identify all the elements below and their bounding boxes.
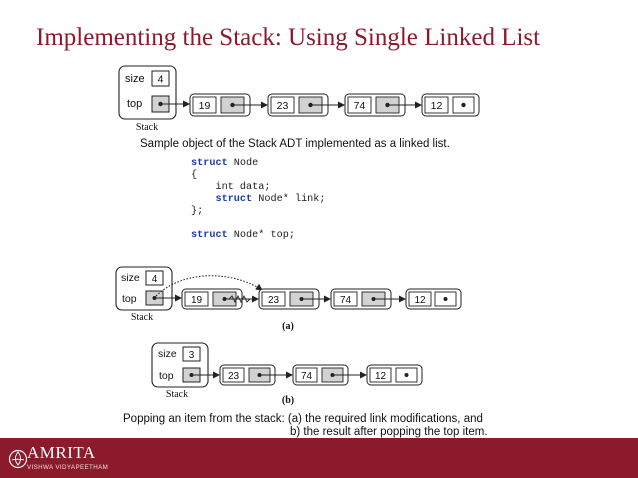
code-text: Node* link; <box>252 194 326 205</box>
size-label: size <box>121 272 140 284</box>
node-data-box <box>408 291 432 307</box>
size-label: size <box>158 348 177 360</box>
node-data-box <box>369 367 392 383</box>
node-value: 23 <box>268 295 280 306</box>
code-text: Node* top; <box>227 230 295 241</box>
subfigure-label-b: (b) <box>282 395 294 406</box>
struct-code-block: struct Node{ int data; struct Node* link… <box>191 158 326 242</box>
code-line: int data; <box>191 182 271 193</box>
node-value: 74 <box>301 371 313 382</box>
footer-subtitle: VISHWA VIDYAPEETHAM <box>27 464 109 471</box>
amrita-logo-icon <box>8 449 28 469</box>
code-line: struct Node <box>191 158 326 170</box>
code-line: struct Node* link; <box>191 194 326 206</box>
code-keyword: struct <box>191 158 228 169</box>
node-value: 23 <box>228 371 240 382</box>
node-data-box <box>222 367 245 383</box>
code-indent <box>191 194 215 205</box>
top-label: top <box>127 98 142 110</box>
subfigure-label-a: (a) <box>282 321 294 332</box>
footer-brand: AMRITA <box>27 443 96 462</box>
stack-label: Stack <box>166 389 188 400</box>
figure-caption-1: Sample object of the Stack ADT implement… <box>140 138 450 150</box>
size-value: 4 <box>152 274 158 285</box>
node-null-dot <box>404 373 409 377</box>
node-data-box <box>424 96 449 114</box>
figure-caption-2-line-1: Popping an item from the stack: (a) the … <box>123 413 483 425</box>
size-value-box <box>145 270 164 286</box>
size-label: size <box>125 73 145 85</box>
footer-bar <box>0 438 638 478</box>
node-value: 12 <box>375 371 387 382</box>
code-line: { <box>191 170 198 181</box>
size-value-box <box>182 346 201 362</box>
top-arrow-new-dotted <box>155 275 263 297</box>
size-value-box <box>151 70 170 87</box>
node-value: 74 <box>340 295 352 306</box>
code-line: }; <box>191 206 204 217</box>
node-data-box <box>333 291 358 307</box>
broken-link-mark <box>228 294 251 304</box>
node-data-box <box>270 96 295 114</box>
stack-label: Stack <box>136 122 158 133</box>
node-value: 74 <box>354 100 366 112</box>
node-data-box <box>347 96 372 114</box>
node-data-box <box>295 367 318 383</box>
code-line: struct Node* top; <box>191 230 326 242</box>
node-null-dot <box>443 297 448 301</box>
stack-diagram-b: size 3 top Stack 23 74 12 (b) <box>151 342 423 406</box>
node-value: 19 <box>199 100 211 112</box>
node-value: 12 <box>414 295 426 306</box>
top-label: top <box>159 370 174 382</box>
node-data-box <box>261 291 286 307</box>
code-keyword: struct <box>191 230 228 241</box>
slide-title: Implementing the Stack: Using Single Lin… <box>36 24 541 51</box>
node-value: 19 <box>191 295 203 306</box>
code-blank-line <box>191 218 326 230</box>
figure-caption-2-line-2: b) the result after popping the top item… <box>290 426 488 438</box>
stack-diagram-a: size 4 top Stack 19 23 74 12 <box>115 266 462 332</box>
size-value: 4 <box>158 74 164 86</box>
node-data-box <box>192 96 217 114</box>
code-keyword: struct <box>215 194 253 205</box>
node-null-dot <box>461 102 466 108</box>
code-text: Node <box>227 158 259 169</box>
top-label: top <box>122 293 137 305</box>
node-value: 23 <box>277 100 289 112</box>
node-value: 12 <box>431 100 443 112</box>
node-data-box <box>184 291 209 307</box>
size-value: 3 <box>189 350 195 361</box>
stack-label: Stack <box>131 312 153 323</box>
stack-diagram-1: size 4 top Stack 19 23 74 12 <box>118 65 480 133</box>
